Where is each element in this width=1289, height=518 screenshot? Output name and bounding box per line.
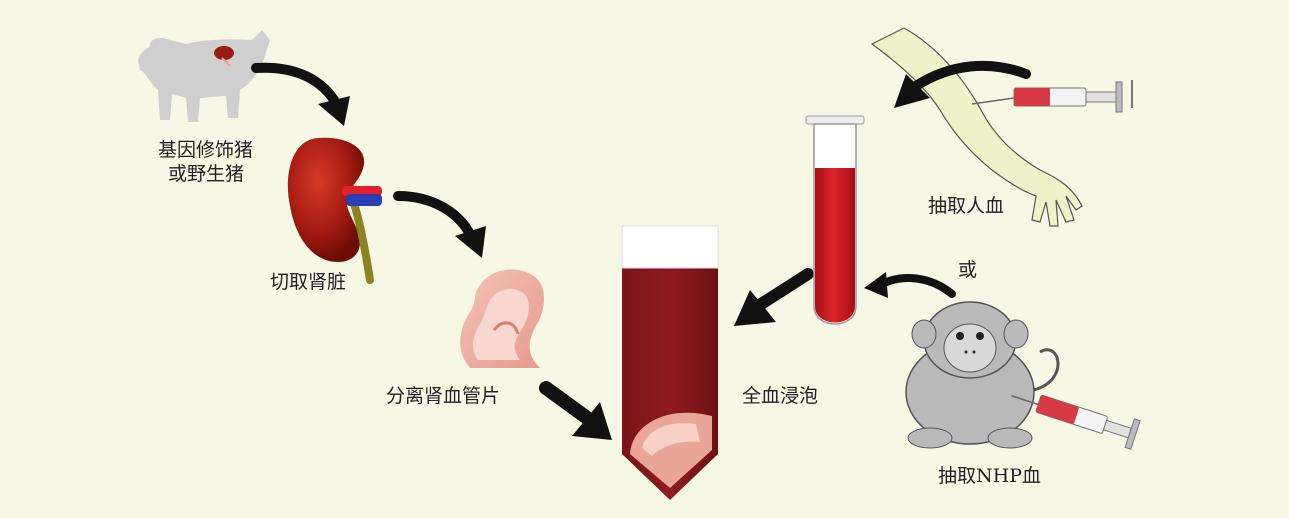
- arrow-monkey-to-tube: [864, 272, 952, 298]
- arrow-vessel-to-beaker: [546, 388, 612, 440]
- monkey: [906, 302, 1058, 448]
- vessel-label: 分离肾血管片: [386, 384, 500, 408]
- vessel-slice: [460, 269, 544, 368]
- arrow-pig-to-kidney: [256, 68, 350, 126]
- pig-silhouette: [138, 30, 270, 122]
- human-blood-label: 抽取人血: [928, 194, 1004, 218]
- or-label: 或: [958, 258, 977, 282]
- kidney-organ: [288, 138, 382, 280]
- arrow-kidney-to-vessel: [398, 196, 486, 258]
- soak-label: 全血浸泡: [742, 384, 818, 408]
- pig-label-line2: 或野生猪: [168, 162, 244, 186]
- beaker: [622, 226, 718, 500]
- kidney-label: 切取肾脏: [270, 270, 346, 294]
- syringe-icon: [972, 80, 1132, 112]
- pig-kidney-icon: [214, 46, 234, 60]
- test-tube: [806, 116, 864, 324]
- pig-label-line1: 基因修饰猪: [158, 138, 253, 162]
- nhp-blood-label: 抽取NHP血: [938, 464, 1041, 488]
- arrow-tube-to-beaker: [734, 274, 808, 326]
